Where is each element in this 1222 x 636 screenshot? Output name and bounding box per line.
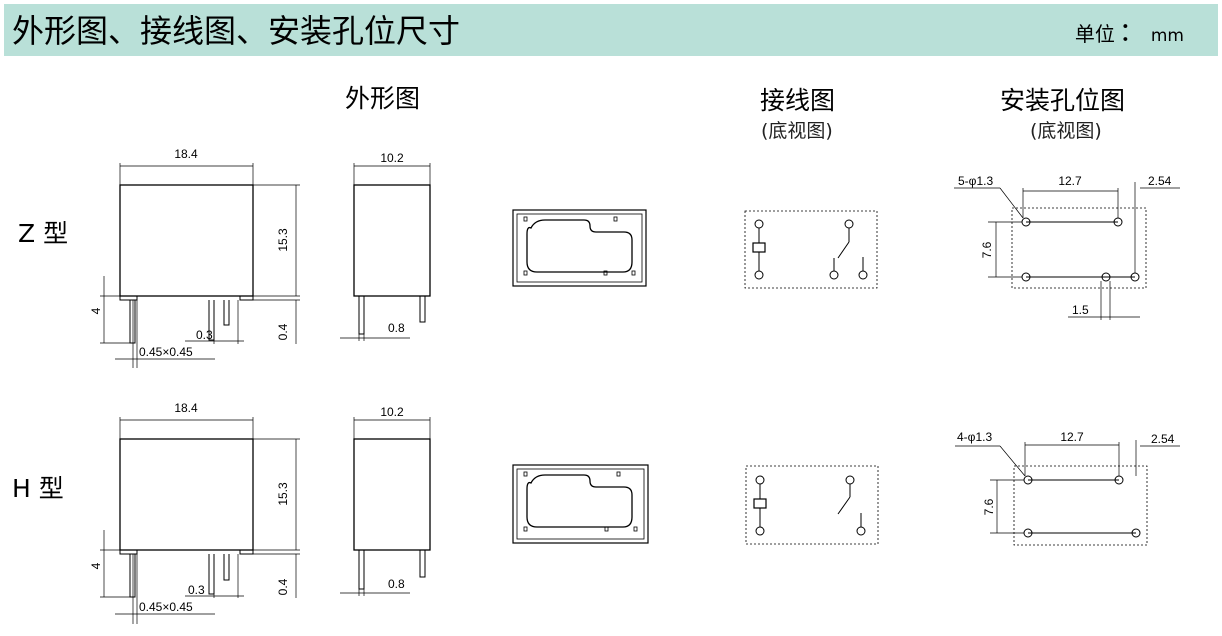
mount-holes-z: 5-φ1.3 <box>958 174 993 188</box>
dim-pin-w-h: 0.8 <box>388 577 405 591</box>
wiring-diagram-z <box>744 210 878 289</box>
row-label-h: H 型 <box>12 474 64 503</box>
mount-span-h: 12.7 <box>1060 430 1084 444</box>
side-view-z: 10.2 0.8 <box>340 151 431 341</box>
dim-height-h: 15.3 <box>276 482 290 506</box>
unit-label-text: 单位 <box>1074 22 1115 46</box>
mounting-heading: 安装孔位图 <box>1000 86 1126 115</box>
unit-colon: ： <box>1118 18 1145 48</box>
header-bar: 外形图、接线图、安装孔位尺寸 单位：mm <box>4 4 1218 56</box>
mount-span-z: 12.7 <box>1058 174 1082 188</box>
mount-pitch-h: 2.54 <box>1151 432 1175 446</box>
top-view-h <box>512 464 649 544</box>
dim-pin-w-z: 0.8 <box>388 321 405 335</box>
dim-height-z: 15.3 <box>276 228 290 252</box>
dim-gap-h: 0.3 <box>188 583 205 597</box>
mounting-subheading: (底视图) <box>1030 120 1102 142</box>
unit-label: 单位：mm <box>1075 20 1184 49</box>
dim-depth-z: 10.2 <box>380 151 404 165</box>
row-label-z: Z 型 <box>18 219 69 248</box>
mount-row-gap-z: 7.6 <box>980 241 994 258</box>
mount-offset-z: 1.5 <box>1072 303 1089 317</box>
mounting-diagram-h: 4-φ1.3 12.7 2.54 7.6 <box>955 430 1180 546</box>
dim-pin-len2-h: 0.4 <box>276 578 290 595</box>
wiring-diagram-h <box>745 465 879 545</box>
unit-value: mm <box>1150 26 1184 46</box>
outline-heading: 外形图 <box>345 84 421 113</box>
dim-pin-len2-z: 0.4 <box>276 323 290 340</box>
dim-pin-section-z: 0.45×0.45 <box>139 345 193 359</box>
top-view-z <box>512 209 647 287</box>
mount-pitch-z: 2.54 <box>1148 174 1172 188</box>
dim-width-h: 18.4 <box>174 401 198 415</box>
page-title: 外形图、接线图、安装孔位尺寸 <box>12 12 461 50</box>
wiring-heading: 接线图 <box>760 86 836 115</box>
mounting-diagram-z: 5-φ1.3 12.7 2.54 7.6 1.5 <box>954 174 1180 320</box>
front-view-h: 18.4 15.3 4 0.3 0.45×0.45 0.4 <box>89 401 300 624</box>
wiring-subheading: (底视图) <box>761 120 833 142</box>
mount-holes-h: 4-φ1.3 <box>957 430 992 444</box>
front-view-z: 18.4 15.3 4 0.3 0.45×0.45 0.4 <box>89 147 300 368</box>
dim-pin-section-h: 0.45×0.45 <box>139 600 193 614</box>
dim-width-z: 18.4 <box>174 147 198 161</box>
side-view-h: 10.2 0.8 <box>340 405 431 596</box>
dim-depth-h: 10.2 <box>380 405 404 419</box>
mount-row-gap-h: 7.6 <box>982 498 996 515</box>
dim-pin-len-h: 4 <box>89 562 103 569</box>
dim-gap-z: 0.3 <box>196 328 213 342</box>
dim-pin-len-z: 4 <box>89 307 103 314</box>
